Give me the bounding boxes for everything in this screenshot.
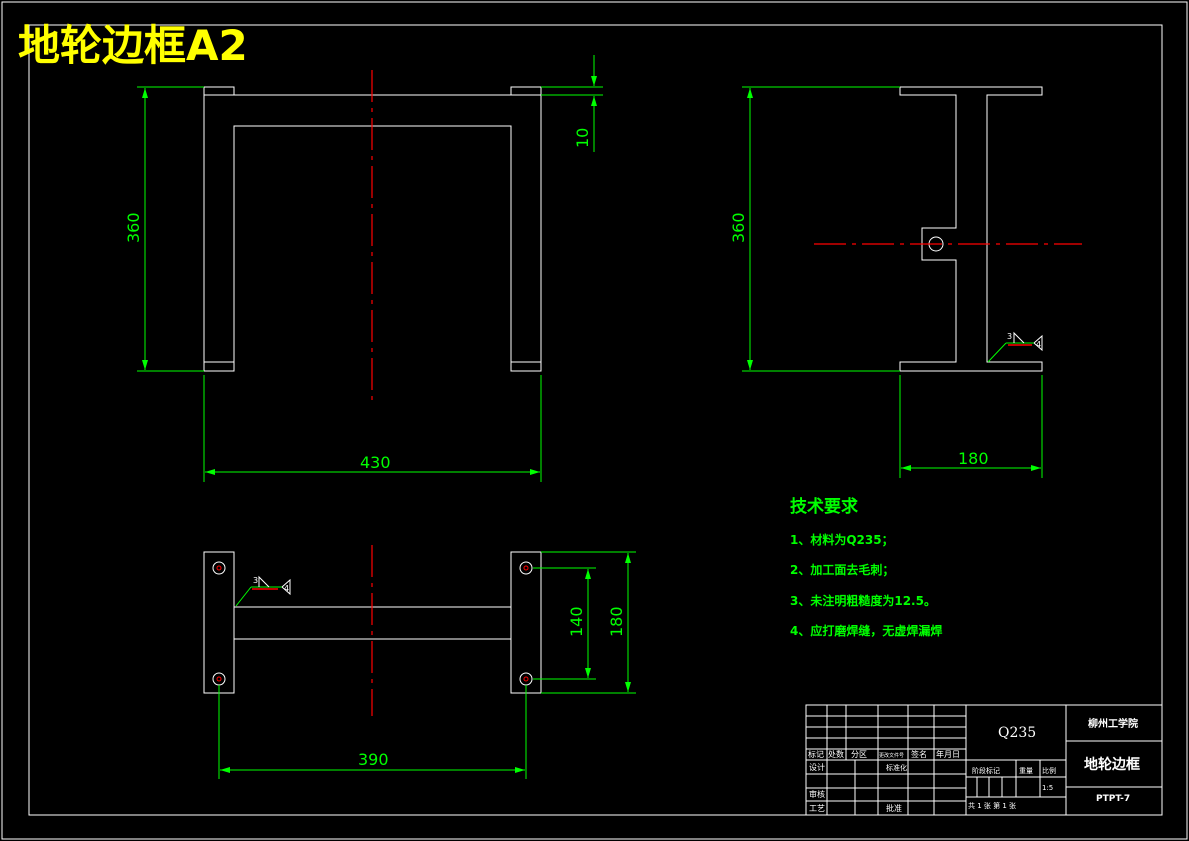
title-block-review-label: 审核 [809,789,825,799]
side-weld-label-count: 4 [1036,340,1041,349]
revision-col-mark: 标记 [808,749,824,759]
title-block-weight-label: 重量 [1019,767,1033,775]
revision-col-date: 年月日 [936,749,960,759]
drawing-title: 地轮边框A2 [18,21,248,70]
title-block-approve-label: 批准 [886,803,902,813]
front-thickness-dimension: 10 [573,128,592,148]
plan-weld-label-count: 4 [284,584,289,593]
title-block-school: 柳州工学院 [1088,717,1138,730]
tech-requirement-item: 3、未注明粗糙度为12.5。 [790,593,936,608]
tech-requirements-heading: 技术要求 [790,496,858,517]
title-block-design-label: 设计 [809,762,825,772]
front-view [203,86,542,372]
tech-requirement-item: 2、加工面去毛刺； [790,562,894,577]
revision-col-sign: 签名 [911,749,927,759]
sheet-inner-border [28,24,1163,816]
plan-view-dimensions [218,551,636,779]
title-block-scale-label: 比例 [1042,766,1056,775]
revision-col-count: 处数 [828,749,844,759]
plan-outer-dimension: 180 [607,606,626,637]
title-block-material: Q235 [998,725,1036,741]
plan-weld-symbol [235,575,291,607]
side-weld-label-size: 3 [1007,332,1012,341]
title-block-sheet-count: 共 1 张 第 1 张 [968,801,1016,810]
side-height-dimension: 360 [729,212,748,243]
side-flange-dimension: 180 [958,449,989,468]
side-view-dimensions [742,86,1043,478]
front-view-dimensions [137,55,603,482]
title-block-drawing-number: PTPT-7 [1096,794,1130,804]
side-weld-symbol [987,331,1043,363]
tech-requirement-item: 4、应打磨焊缝，无虚焊漏焊 [790,623,942,638]
side-view [899,86,1043,372]
title-block-scale-value: 1:5 [1042,784,1053,792]
title-block-drawing-name: 地轮边框 [1084,756,1140,773]
plan-weld-label-size: 3 [253,576,258,585]
plan-inner-dimension: 140 [567,606,586,637]
title-block-standardize-label: 标准化 [886,763,907,772]
title-block-grid [805,704,1163,816]
front-height-dimension: 360 [124,212,143,243]
revision-col-zone: 分区 [851,750,867,759]
tech-requirement-item: 1、材料为Q235； [790,532,894,547]
revision-col-doc: 更改文件号 [879,752,904,759]
plan-hole-spacing-dimension: 390 [358,750,389,769]
title-block-process-label: 工艺 [809,804,825,813]
front-width-dimension: 430 [360,453,391,472]
title-block-stage-label: 阶段标记 [972,766,1000,775]
